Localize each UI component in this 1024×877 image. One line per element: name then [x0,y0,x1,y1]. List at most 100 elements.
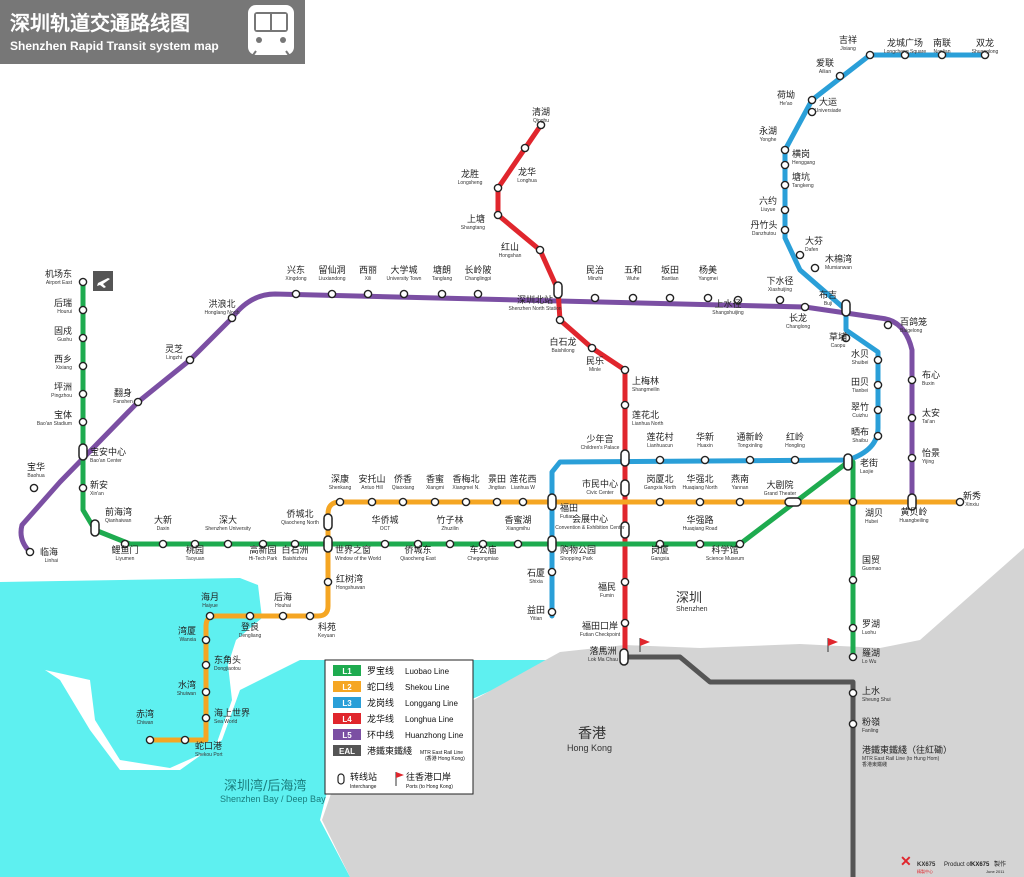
station-marker-yonghu[interactable] [780,145,790,155]
station-marker-luohu[interactable] [848,623,858,633]
station-marker-lianhua_north[interactable] [620,400,630,410]
station-marker-yitian[interactable] [547,607,557,617]
station-marker-taoyuan[interactable] [190,539,200,549]
interchange-marker-laojie[interactable] [843,453,853,471]
station-marker-minzhi[interactable] [590,293,600,303]
interchange-marker-sz_north[interactable] [553,281,563,299]
station-marker-longsheng[interactable] [493,183,503,193]
interchange-marker-window[interactable] [323,535,333,553]
station-marker-linhai[interactable] [25,547,35,557]
station-marker-hongshuwan[interactable] [323,577,333,587]
station-marker-airport_east[interactable] [78,277,88,287]
station-marker-guomao[interactable] [848,575,858,585]
station-marker-hitech[interactable] [258,539,268,549]
station-marker-daxin[interactable] [158,539,168,549]
station-marker-fanshen[interactable] [133,397,143,407]
station-marker-caopu[interactable] [841,333,851,343]
station-marker-shekou_port[interactable] [180,735,190,745]
interchange-marker-qiaocheng_north[interactable] [323,513,333,531]
station-marker-liyumen[interactable] [120,539,130,549]
station-marker-qinghu[interactable] [536,120,546,130]
station-marker-qiaochengdong[interactable] [413,539,423,549]
station-marker-dongjiaotou[interactable] [201,660,211,670]
station-marker-xinxiu[interactable] [955,497,965,507]
station-marker-gangxia[interactable] [655,539,665,549]
station-marker-hubei[interactable] [848,497,858,507]
station-marker-pingzhou[interactable] [78,389,88,399]
station-marker-xiangmei[interactable] [430,497,440,507]
station-marker-baishilong[interactable] [555,315,565,325]
station-marker-university_town[interactable] [399,289,409,299]
station-marker-huaqiang_north[interactable] [695,497,705,507]
station-marker-huaqiaocheng[interactable] [380,539,390,549]
station-marker-science_museum[interactable] [735,539,745,549]
station-marker-tongxinling[interactable] [745,455,755,465]
station-marker-taian[interactable] [907,413,917,423]
interchange-marker-futian[interactable] [547,493,557,511]
station-marker-bantian[interactable] [665,293,675,303]
station-marker-shenzhen_univ[interactable] [223,539,233,549]
station-marker-ailian[interactable] [835,71,845,81]
station-marker-baigelong[interactable] [883,320,893,330]
station-marker-shixia[interactable] [547,567,557,577]
station-marker-fanling[interactable] [848,719,858,729]
station-marker-jingtian[interactable] [492,497,502,507]
station-marker-universiade[interactable] [807,107,817,117]
station-marker-danzhutou[interactable] [780,225,790,235]
station-marker-hongling[interactable] [790,455,800,465]
station-marker-keyuan[interactable] [305,611,315,621]
station-marker-huaxin[interactable] [700,455,710,465]
station-marker-xiashuijing[interactable] [775,295,785,305]
station-marker-sheung_shui[interactable] [848,688,858,698]
station-marker-houhai[interactable] [278,611,288,621]
station-marker-lianhuacun[interactable] [655,455,665,465]
station-marker-wuhe[interactable] [628,293,638,303]
station-marker-shangtang[interactable] [493,210,503,220]
interchange-marker-childrens_palace[interactable] [620,449,630,467]
station-marker-changlong[interactable] [800,302,810,312]
station-marker-dengliang[interactable] [245,611,255,621]
interchange-marker-buji[interactable] [841,299,851,317]
interchange-marker-baoan_center[interactable] [78,443,88,461]
station-marker-tanglang[interactable] [437,289,447,299]
station-marker-qiaoxiang[interactable] [398,497,408,507]
station-marker-lo_wu[interactable] [848,652,858,662]
station-marker-shangmeilin[interactable] [620,365,630,375]
station-marker-lingzhi[interactable] [185,355,195,365]
station-marker-haiyue[interactable] [205,611,215,621]
station-marker-wanxia[interactable] [201,635,211,645]
interchange-marker-civic_center[interactable] [620,479,630,497]
station-marker-chegongmiao[interactable] [478,539,488,549]
station-marker-yannan[interactable] [735,497,745,507]
station-marker-baoan_stadium[interactable] [78,417,88,427]
station-marker-liuyue[interactable] [780,205,790,215]
interchange-marker-shopping_park[interactable] [547,535,557,553]
station-marker-xiangmeibei[interactable] [461,497,471,507]
station-marker-mumianwan[interactable] [810,263,820,273]
station-marker-futian_cp[interactable] [620,618,630,628]
station-marker-baohua[interactable] [29,483,39,493]
station-marker-buxin[interactable] [907,375,917,385]
station-marker-cuizhu[interactable] [873,405,883,415]
station-marker-shaibu[interactable] [873,431,883,441]
station-marker-baishizhou[interactable] [290,539,300,549]
station-marker-longcheng_sq[interactable] [900,50,910,60]
station-marker-chiwan[interactable] [145,735,155,745]
station-marker-shenkang[interactable] [335,497,345,507]
station-marker-honglang_north[interactable] [227,313,237,323]
station-marker-xixiang[interactable] [78,361,88,371]
station-marker-henggang[interactable] [780,160,790,170]
station-marker-sea_world[interactable] [201,713,211,723]
station-marker-liuxiandong[interactable] [327,289,337,299]
station-marker-heao[interactable] [807,95,817,105]
station-marker-shangshuijing[interactable] [733,295,743,305]
station-marker-yangmei[interactable] [703,293,713,303]
station-marker-nanlian[interactable] [937,50,947,60]
station-marker-hourui[interactable] [78,305,88,315]
station-marker-longhua[interactable] [520,143,530,153]
interchange-marker-convention[interactable] [620,521,630,539]
interchange-marker-grand_theater[interactable] [784,497,802,507]
station-marker-shuibei[interactable] [873,355,883,365]
station-marker-huaqiang_rd[interactable] [695,539,705,549]
station-marker-shuangyong[interactable] [980,50,990,60]
